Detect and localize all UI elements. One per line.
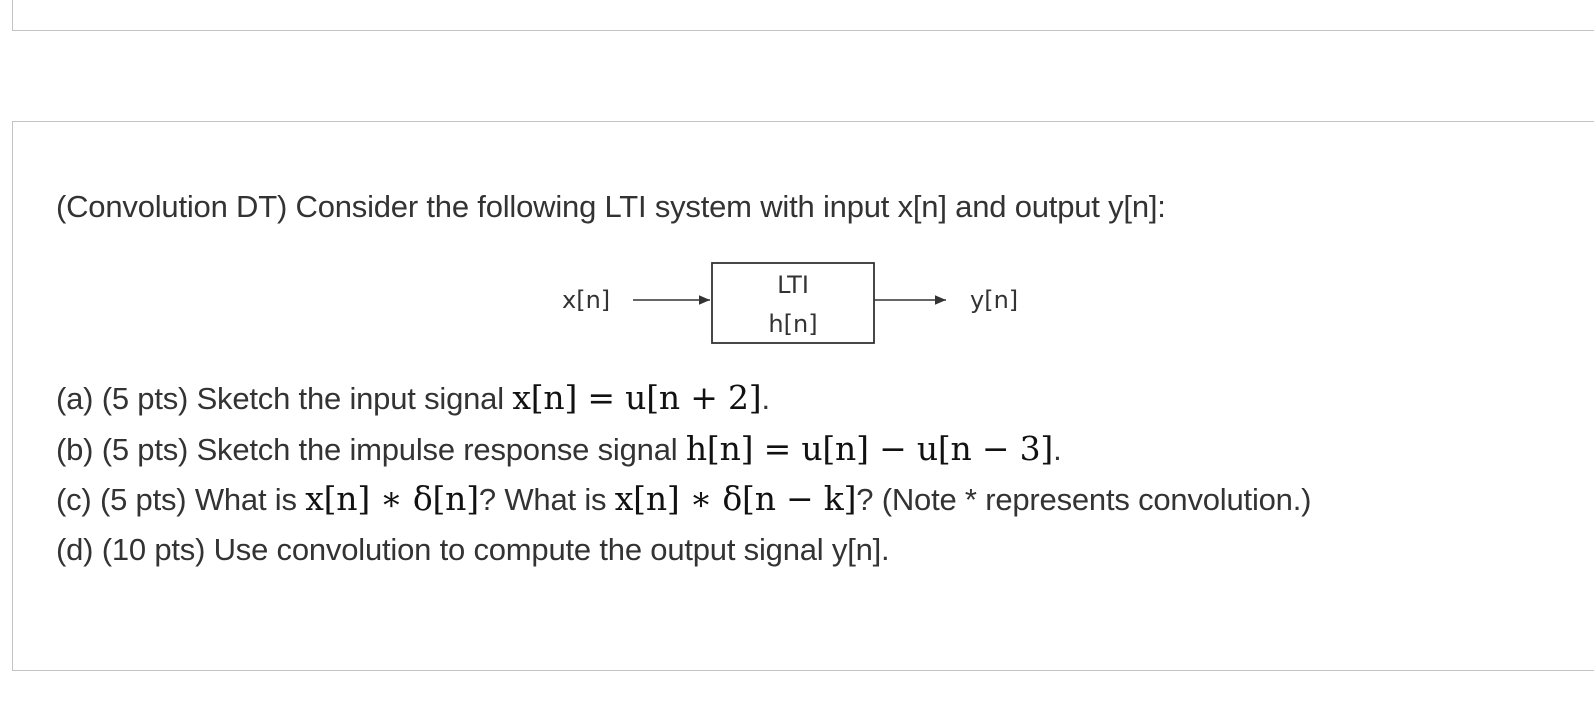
part-c-equation-1: x[n] ∗ δ[n] bbox=[305, 479, 479, 518]
question-intro: (Convolution DT) Consider the following … bbox=[56, 189, 1166, 224]
part-b-text: (b) (5 pts) Sketch the impulse response … bbox=[56, 432, 686, 467]
part-c: (c) (5 pts) What is x[n] ∗ δ[n]? What is… bbox=[56, 481, 1311, 518]
diagram-output-label: y[n] bbox=[970, 286, 1018, 314]
part-a: (a) (5 pts) Sketch the input signal x[n]… bbox=[56, 380, 770, 417]
part-b: (b) (5 pts) Sketch the impulse response … bbox=[56, 431, 1062, 468]
part-a-text: (a) (5 pts) Sketch the input signal bbox=[56, 381, 513, 416]
part-b-suffix: . bbox=[1053, 432, 1062, 467]
part-d: (d) (10 pts) Use convolution to compute … bbox=[56, 532, 890, 568]
part-a-equation: x[n] = u[n + 2] bbox=[512, 378, 762, 417]
lti-box-label: LTI bbox=[777, 271, 809, 299]
part-a-suffix: . bbox=[761, 381, 770, 416]
lti-block-diagram: x[n] LTI h[n] y[n] bbox=[540, 252, 1060, 352]
impulse-response-label: h[n] bbox=[768, 310, 817, 338]
question-card bbox=[12, 121, 1594, 671]
diagram-input-label: x[n] bbox=[562, 286, 610, 314]
lti-box bbox=[711, 262, 875, 344]
part-d-text: (d) (10 pts) Use convolution to compute … bbox=[56, 532, 890, 567]
part-c-middle: ? What is bbox=[478, 482, 615, 517]
part-c-text: (c) (5 pts) What is bbox=[56, 482, 306, 517]
part-b-equation: h[n] = u[n] − u[n − 3] bbox=[685, 429, 1054, 468]
part-c-equation-2: x[n] ∗ δ[n − k] bbox=[614, 479, 857, 518]
previous-card bbox=[12, 0, 1594, 31]
part-c-suffix: ? (Note * represents convolution.) bbox=[856, 482, 1312, 517]
